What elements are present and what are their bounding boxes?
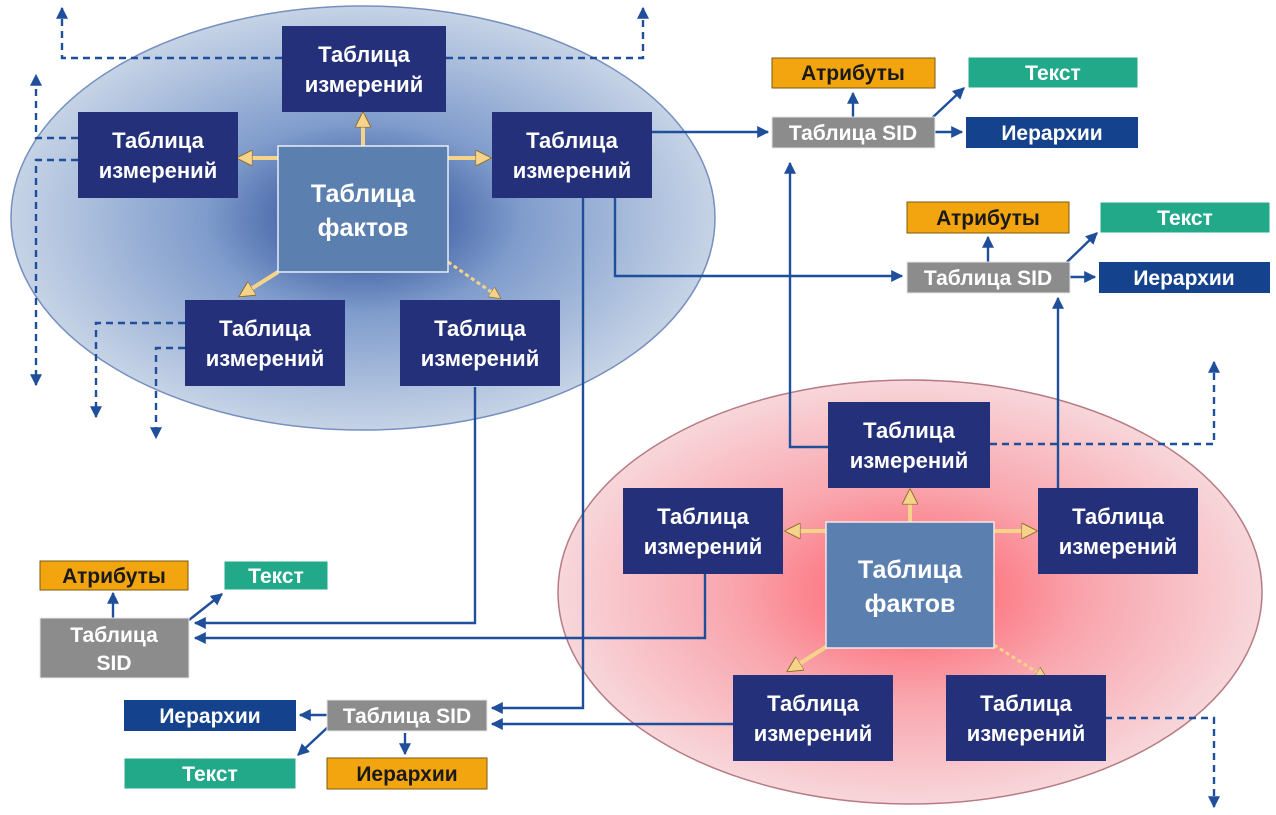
dimension-label-line2: измерений <box>754 721 872 746</box>
dimension-table-blue-top: Таблица измерений <box>282 26 446 112</box>
sid-label-line2: SID <box>96 652 131 675</box>
fact-table-red: Таблица фактов <box>825 521 995 649</box>
dimension-label-line2: измерений <box>99 158 217 183</box>
sid-to-detail-links <box>107 87 1098 756</box>
outgoing-dashed-links-blue <box>30 6 649 440</box>
dimension-label-line1: Таблица <box>657 504 749 529</box>
dimension-label-line2: измерений <box>850 448 968 473</box>
dimension-label-line2: измерений <box>1059 534 1177 559</box>
sid-table-label: Таблица SID <box>343 705 471 728</box>
sid-group-middle: Таблица SID Атрибуты Текст Иерархии <box>906 201 1271 294</box>
hierarchies-label-alt: Иерархии <box>356 763 457 786</box>
text-label: Текст <box>182 763 238 786</box>
sid-group-bottom: Таблица SID Иерархии Текст Иерархии <box>123 699 488 790</box>
dimension-label-line2: измерений <box>967 721 1085 746</box>
dimension-label-line1: Таблица <box>980 691 1072 716</box>
fact-label-line1: Таблица <box>858 556 963 584</box>
dimension-label-line1: Таблица <box>767 691 859 716</box>
dimension-label-line2: измерений <box>206 346 324 371</box>
dimension-table-red-bottom-right: Таблица измерений <box>946 675 1106 761</box>
dimension-label-line1: Таблица <box>1072 504 1164 529</box>
fact-label-line1: Таблица <box>311 180 416 208</box>
sid-table-label: Таблица SID <box>789 122 917 145</box>
dimension-label-line1: Таблица <box>863 418 955 443</box>
dimension-table-red-bottom-left: Таблица измерений <box>733 675 893 761</box>
sid-group-top: Таблица SID Атрибуты Текст Иерархии <box>771 56 1139 149</box>
dimension-label-line2: измерений <box>513 158 631 183</box>
attributes-label: Атрибуты <box>62 565 166 588</box>
dimension-label-line2: измерений <box>305 72 423 97</box>
dimension-label-line2: измерений <box>644 534 762 559</box>
hierarchies-label: Иерархии <box>1133 267 1234 290</box>
dimension-to-sid-links <box>193 126 1064 730</box>
dimension-table-blue-left: Таблица измерений <box>78 112 238 198</box>
text-label: Текст <box>1025 62 1081 85</box>
fact-label-line2: фактов <box>865 590 956 618</box>
dimension-table-blue-bottom-right: Таблица измерений <box>400 300 560 386</box>
dimension-label-line1: Таблица <box>112 128 204 153</box>
dimension-label-line1: Таблица <box>219 316 311 341</box>
dimension-table-red-left: Таблица измерений <box>623 488 783 574</box>
sid-label-line1: Таблица <box>70 624 158 647</box>
text-label: Текст <box>248 565 304 588</box>
text-label: Текст <box>1157 207 1213 230</box>
fact-to-dimension-arrows <box>238 113 1046 680</box>
dimension-label-line1: Таблица <box>434 316 526 341</box>
hierarchies-label: Иерархии <box>1001 122 1102 145</box>
sid-table-label: Таблица SID <box>924 267 1052 290</box>
dimension-label-line1: Таблица <box>318 42 410 67</box>
outgoing-dashed-links-red <box>990 360 1220 809</box>
dimension-label-line1: Таблица <box>526 128 618 153</box>
dimension-table-red-top: Таблица измерений <box>828 402 990 488</box>
dimension-table-blue-bottom-left: Таблица измерений <box>185 300 345 386</box>
dimension-table-blue-right: Таблица измерений <box>492 112 652 198</box>
fact-label-line2: фактов <box>318 214 409 242</box>
dimension-label-line2: измерений <box>421 346 539 371</box>
hierarchies-label: Иерархии <box>159 705 260 728</box>
fact-table-blue: Таблица фактов <box>277 145 449 273</box>
attributes-label: Атрибуты <box>936 207 1040 230</box>
dimension-table-red-right: Таблица измерений <box>1038 488 1198 574</box>
sid-group-left: Таблица SID Атрибуты Текст <box>39 560 329 679</box>
attributes-label: Атрибуты <box>801 62 905 85</box>
